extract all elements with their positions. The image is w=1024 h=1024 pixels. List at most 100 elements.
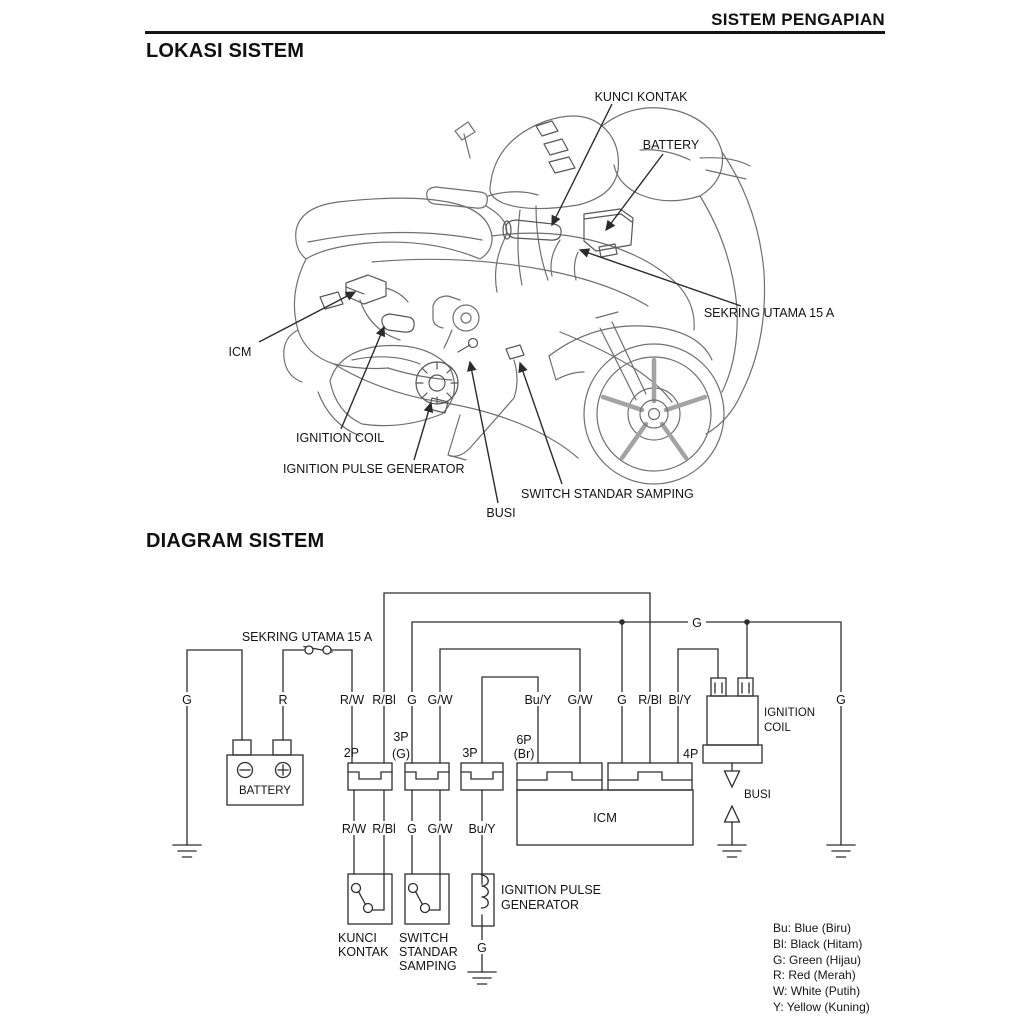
ground-symbols (172, 844, 856, 985)
legend-item: R: Red (Merah) (773, 968, 856, 983)
connectors: 2P 3P (G) 3P 6P (Br) 4P (344, 730, 698, 791)
label-pulse-generator: IGNITION PULSE GENERATOR (283, 462, 465, 476)
label-icm: ICM (229, 345, 252, 359)
wire-label-rbl: R/Bl (638, 693, 662, 707)
connector-3pg-box (404, 762, 450, 791)
scooter-line-art (283, 107, 766, 485)
connector-4p-box (607, 762, 693, 791)
label-battery: BATTERY (643, 138, 700, 152)
wire-label-rw: R/W (342, 822, 367, 836)
wire-label-rbl: R/Bl (372, 822, 396, 836)
callout-pulse-generator (413, 401, 434, 461)
icm-label: ICM (593, 810, 617, 825)
wire-label-bly: Bl/Y (669, 693, 693, 707)
legend-item: Bl: Black (Hitam) (773, 936, 863, 951)
section-title-lokasi: LOKASI SISTEM (146, 40, 305, 62)
coil-base (702, 744, 763, 764)
page-header-title: SISTEM PENGAPIAN (711, 10, 885, 29)
connector-2p-label: 2P (344, 746, 359, 760)
callout-ignition-coil (340, 325, 385, 430)
switch-standar-symbol: SWITCH STANDAR SAMPING (399, 873, 458, 973)
pulse-label-1: IGNITION PULSE (501, 883, 601, 897)
header-rule (145, 31, 885, 34)
wire-g-battery-ground (186, 649, 243, 846)
connector-6p-color: (Br) (514, 747, 535, 761)
wire-label-g-line: G (692, 616, 702, 630)
wire-rbl-lower (371, 789, 385, 911)
diagram-wires (186, 592, 842, 973)
callout-sekring (578, 248, 742, 307)
kunci-box (347, 873, 393, 925)
switch-label-2: STANDAR (399, 945, 458, 959)
wire-label-buy: Bu/Y (468, 822, 496, 836)
spark-arrow-up (723, 804, 741, 823)
switch-label-1: SWITCH (399, 931, 448, 945)
kunci-label-2: KONTAK (338, 945, 389, 959)
battery-terminal-pos (272, 739, 292, 756)
label-ignition-coil: IGNITION COIL (296, 431, 384, 445)
battery-box (226, 754, 304, 806)
legend-item: Bu: Blue (Biru) (773, 921, 852, 935)
wire-label-g: G (407, 822, 417, 836)
wire-label-gw: G/W (568, 693, 593, 707)
label-switch-standar: SWITCH STANDAR SAMPING (521, 487, 694, 501)
legend-item: W: White (Putih) (773, 984, 861, 999)
pulse-label-2: GENERATOR (501, 898, 579, 912)
connector-3pg-label: 3P (393, 730, 408, 744)
icm-symbol: ICM (516, 789, 694, 846)
pulse-box (471, 873, 495, 927)
wire-r-fuse (282, 649, 353, 741)
wire-label-g: G (836, 693, 846, 707)
wire-labels-upper: G R R/W R/Bl G G/W Bu/Y G/W G R/Bl Bl/Y … (180, 615, 848, 707)
section-title-diagram: DIAGRAM SISTEM (146, 530, 325, 552)
connector-2p-box (347, 762, 393, 791)
wire-label-g: G (617, 693, 627, 707)
callout-labels: KUNCI KONTAK BATTERY SEKRING UTAMA 15 A … (229, 90, 835, 520)
label-busi: BUSI (486, 506, 515, 520)
wire-gw-lower (428, 789, 441, 911)
callout-lines (258, 103, 742, 504)
legend-item: Y: Yellow (Kuning) (773, 999, 870, 1014)
battery-terminal-neg (232, 739, 252, 756)
wiring-diagram: BATTERY 2P 3P (G) 3P 6P (Br) 4P ICM (172, 592, 856, 985)
legend-item: G: Green (Hijau) (773, 952, 862, 967)
wire-labels-lower: R/W R/Bl G G/W Bu/Y G (340, 821, 497, 955)
pulse-generator-symbol: IGNITION PULSE GENERATOR (471, 873, 601, 927)
connector-3p-box (460, 762, 504, 791)
kunci-label-1: KUNCI (338, 931, 377, 945)
coil-body (706, 695, 759, 746)
coil-label-2: COIL (764, 722, 791, 734)
fuse-terminal-right (322, 645, 332, 655)
battery-label: BATTERY (239, 785, 291, 797)
callout-kunci-kontak (551, 103, 613, 227)
connector-3p-label: 3P (462, 746, 477, 760)
junction-dot (744, 619, 750, 625)
kunci-kontak-symbol: KUNCI KONTAK (338, 873, 393, 959)
wire-label-gw: G/W (428, 822, 453, 836)
connector-6p-label: 6P (516, 733, 531, 747)
wire-gw-loop (439, 648, 581, 764)
battery-symbol: BATTERY (226, 739, 304, 806)
wire-label-rw: R/W (340, 693, 365, 707)
busi-label: BUSI (744, 789, 771, 801)
coil-label-1: IGNITION (764, 707, 815, 719)
junction-dot (619, 619, 625, 625)
callout-switch-standar (518, 361, 563, 485)
connector-3pg-color: (G) (392, 747, 410, 761)
spark-arrow-down (723, 770, 741, 789)
wire-rbl-loop (383, 592, 651, 764)
switch-label-3: SAMPING (399, 959, 457, 973)
wire-label-rbl: R/Bl (372, 693, 396, 707)
fuse-terminal-left (304, 645, 314, 655)
wire-label-g: G (407, 693, 417, 707)
callout-busi (466, 360, 499, 504)
wire-label-g: G (477, 941, 487, 955)
callout-icm (258, 291, 357, 343)
label-sekring: SEKRING UTAMA 15 A (704, 306, 835, 320)
wire-color-legend: Bu: Blue (Biru) Bl: Black (Hitam) G: Gre… (773, 921, 870, 1016)
diagram-fuse-label: SEKRING UTAMA 15 A (242, 630, 373, 644)
wire-label-buy: Bu/Y (524, 693, 552, 707)
wire-buy-loop (481, 676, 539, 764)
wire-label-g: G (182, 693, 192, 707)
